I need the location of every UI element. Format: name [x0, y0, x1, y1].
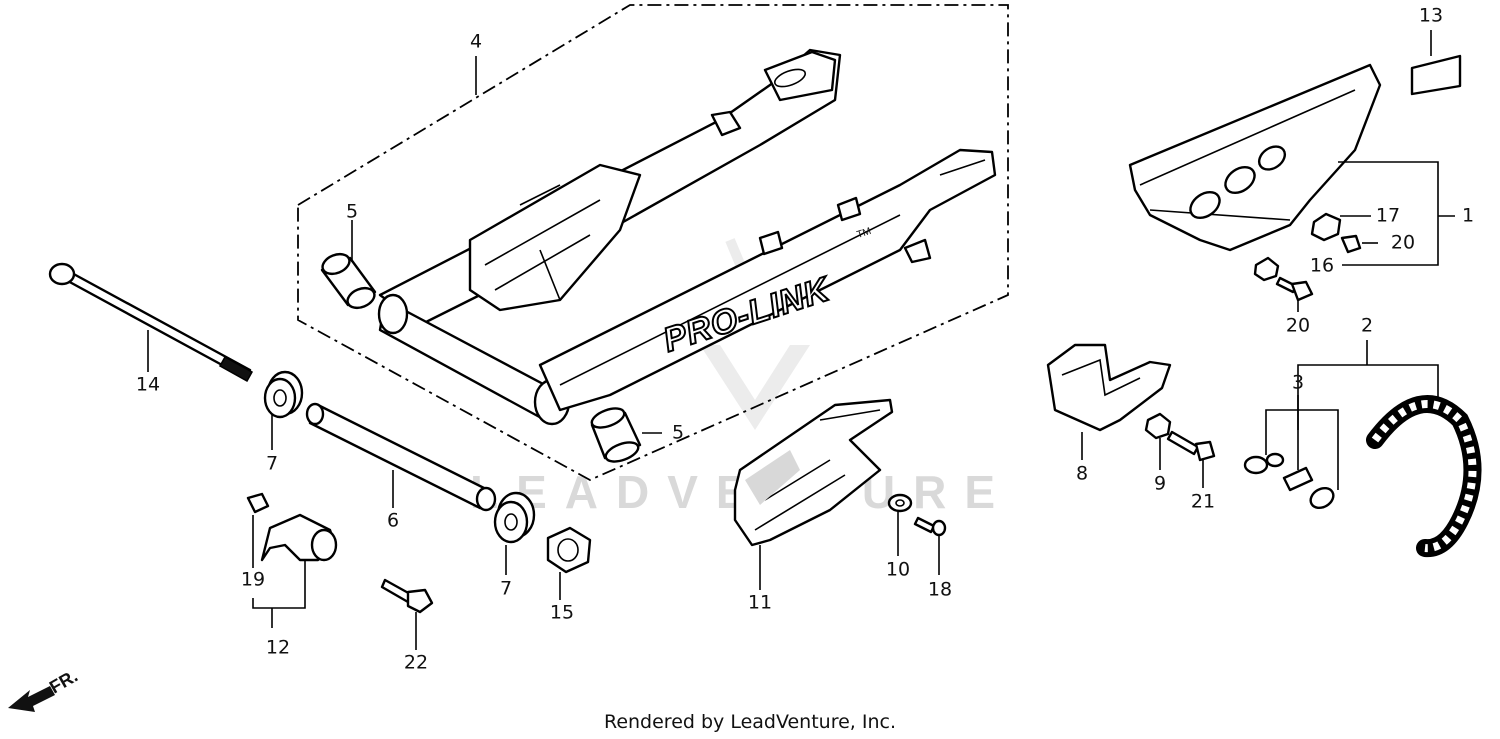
callout-10: 10: [886, 559, 910, 581]
callout-19: 19: [241, 569, 265, 591]
chain-guide[interactable]: [1046, 343, 1172, 432]
nut-19[interactable]: [246, 492, 270, 514]
callout-3: 3: [1292, 372, 1304, 394]
callout-2: 2: [1361, 315, 1373, 337]
bushing-upper[interactable]: [320, 250, 378, 311]
footer-credit: Rendered by LeadVenture, Inc.: [604, 711, 896, 733]
swingarm-assembly-boundary: [297, 4, 1009, 482]
callout-7-left: 7: [266, 453, 278, 475]
callout-11: 11: [748, 592, 772, 614]
bolt-21[interactable]: [1166, 430, 1216, 462]
bolt-9[interactable]: [1144, 412, 1172, 440]
callout-12: 12: [266, 637, 290, 659]
callout-9: 9: [1154, 473, 1166, 495]
bolt-20-upper[interactable]: [1340, 234, 1362, 254]
callout-20-lower: 20: [1286, 315, 1310, 337]
screw-18[interactable]: [913, 516, 947, 537]
bushing-lower[interactable]: [589, 405, 642, 466]
drive-chain[interactable]: [1366, 395, 1482, 558]
washer-16[interactable]: [1253, 256, 1280, 282]
callout-5-upper: 5: [346, 201, 358, 223]
callout-7-right: 7: [500, 578, 512, 600]
bolt-22[interactable]: [380, 578, 434, 614]
pivot-spacer[interactable]: [305, 402, 497, 512]
callout-18: 18: [928, 579, 952, 601]
pivot-bolt[interactable]: [48, 262, 254, 383]
callout-8: 8: [1076, 463, 1088, 485]
plate-12[interactable]: [260, 513, 338, 562]
swingarm[interactable]: PRO-LINK TM: [377, 48, 997, 426]
collar-17[interactable]: [1310, 212, 1342, 242]
collar-10[interactable]: [887, 493, 913, 513]
caution-label[interactable]: [1410, 54, 1462, 96]
callout-labels: 4 5 5 14 7 7 6 15 19 12 22 11 10 18 13 1…: [136, 5, 1474, 674]
callout-20-upper: 20: [1391, 232, 1415, 254]
chain-case[interactable]: [1128, 63, 1382, 252]
callout-16: 16: [1310, 255, 1334, 277]
dust-seal-collar-right[interactable]: [493, 491, 536, 544]
dust-seal-collar-left[interactable]: [263, 370, 304, 419]
leader-lines: [147, 30, 1455, 650]
callout-1: 1: [1462, 205, 1474, 227]
pro-link-tm: TM: [856, 226, 873, 241]
pivot-nut[interactable]: [546, 526, 592, 574]
callout-14: 14: [136, 374, 160, 396]
callout-6: 6: [387, 510, 399, 532]
bolt-20-lower[interactable]: [1275, 276, 1314, 302]
callout-13: 13: [1419, 5, 1443, 27]
front-direction-arrow: FR.: [8, 666, 81, 712]
chain-slider[interactable]: [733, 398, 894, 547]
callout-17: 17: [1376, 205, 1400, 227]
callout-4: 4: [470, 31, 482, 53]
callout-21: 21: [1191, 491, 1215, 513]
callout-15: 15: [550, 602, 574, 624]
callout-22: 22: [404, 652, 428, 674]
chain-joint[interactable]: [1243, 452, 1337, 512]
callout-5-lower: 5: [672, 422, 684, 444]
